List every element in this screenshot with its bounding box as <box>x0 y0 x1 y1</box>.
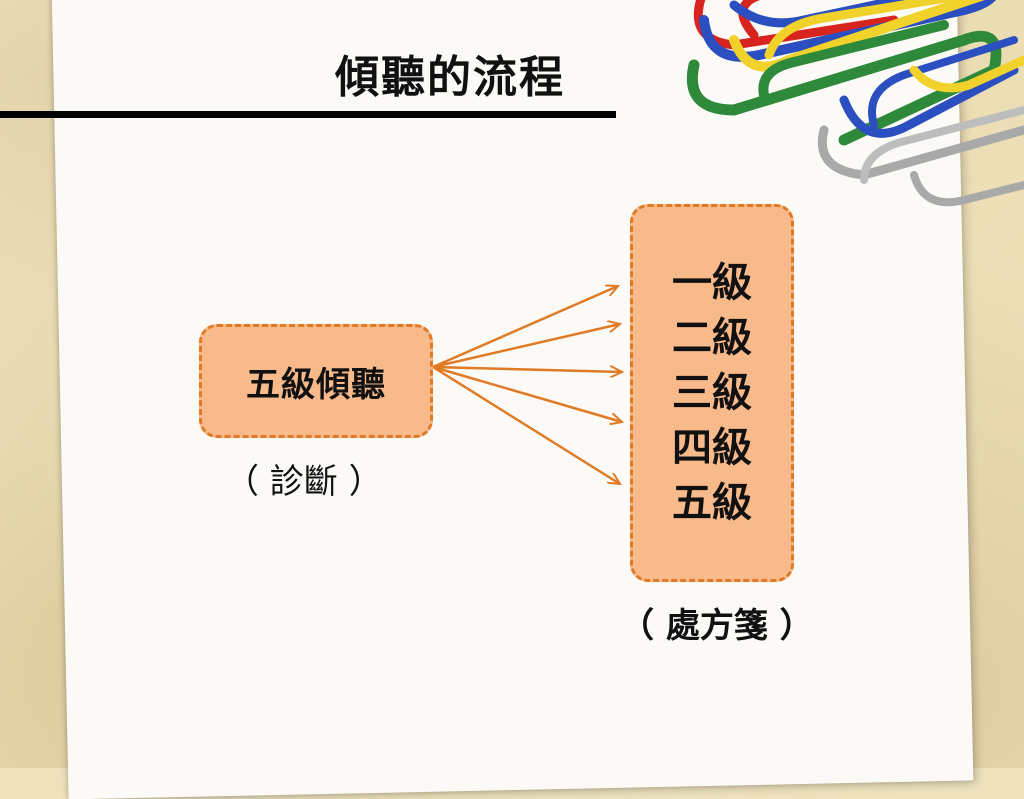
level-item: 三級 <box>672 369 752 416</box>
arrow-to-level-1 <box>432 286 618 369</box>
paperclips-decoration <box>686 0 1024 207</box>
arrow-to-level-5 <box>432 365 620 484</box>
flow-arrows <box>432 0 1024 768</box>
level-item: 一級 <box>672 259 752 306</box>
page-title: 傾聽的流程 <box>335 52 565 103</box>
target-box: 一級 二級 三級 四級 五級 <box>630 204 794 582</box>
target-caption: （ 處方箋 ） <box>620 606 814 646</box>
title-underline <box>0 111 616 118</box>
arrow-to-level-3 <box>432 367 622 372</box>
level-item: 二級 <box>672 314 752 361</box>
arrow-to-level-2 <box>432 324 620 369</box>
source-caption: （ 診斷 ） <box>225 462 383 502</box>
level-item: 五級 <box>672 479 752 526</box>
level-item: 四級 <box>672 424 752 471</box>
source-box-label: 五級傾聽 <box>246 364 386 405</box>
source-box: 五級傾聽 <box>199 324 433 438</box>
arrow-to-level-4 <box>432 365 622 422</box>
